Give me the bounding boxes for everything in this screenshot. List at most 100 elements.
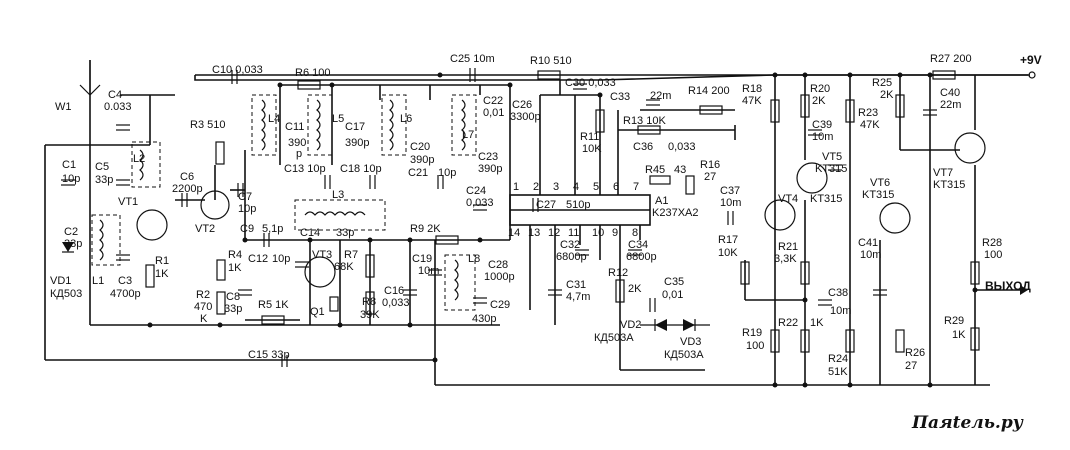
label-R28-value: 100 xyxy=(984,249,1002,261)
label-C23-value: 390p xyxy=(478,163,502,175)
label-R3: R3 510 xyxy=(190,119,225,131)
resistor-R11 xyxy=(595,109,605,133)
label-VT3: VT3 xyxy=(312,249,332,261)
label-C23: C23 xyxy=(478,151,498,163)
label-W1: W1 xyxy=(55,101,72,113)
label-VT7: VT7 xyxy=(933,167,953,179)
diode-VD1 xyxy=(62,242,74,252)
label-C35-value: 0,01 xyxy=(662,289,683,301)
pin-14: 14 xyxy=(508,227,520,239)
label-output: ВЫХОД xyxy=(985,279,1031,293)
pin-5: 5 xyxy=(593,181,599,193)
resistor-R25 xyxy=(895,94,905,118)
pin-10: 10 xyxy=(592,227,604,239)
label-R22: R22 xyxy=(778,317,798,329)
label-R20-value: 2K xyxy=(812,95,826,107)
label-C36-value: 0,033 xyxy=(668,141,696,153)
label-R45-value: 43 xyxy=(674,164,686,176)
label-C4-value: 0.033 xyxy=(104,101,132,113)
label-R21-value: 3,3K xyxy=(774,253,797,265)
crystal-Q1 xyxy=(329,296,339,312)
components xyxy=(61,60,1036,388)
label-C12: C12 xyxy=(248,253,268,265)
label-R25-value: 2K xyxy=(880,89,894,101)
label-VT5: VT5 xyxy=(822,151,842,163)
inductor-L3 xyxy=(304,211,366,216)
label-C21-value: 10p xyxy=(438,167,456,179)
label-C11: C11 xyxy=(285,121,304,133)
label-VT2: VT2 xyxy=(195,223,215,235)
resistor-R9 xyxy=(435,235,459,245)
label-C21: C21 xyxy=(408,167,428,179)
label-C35: C35 xyxy=(664,276,684,288)
pin-2: 2 xyxy=(533,181,539,193)
transistor-VT2 xyxy=(200,190,230,220)
label-C24: C24 xyxy=(466,185,486,197)
label-C11-unit: p xyxy=(296,148,302,160)
inductor-L1 xyxy=(99,219,104,261)
label-C6: C6 xyxy=(180,171,194,183)
resistor-R8 xyxy=(365,291,375,315)
resistor-R2 xyxy=(216,291,226,315)
label-R7: R7 xyxy=(344,249,358,261)
label-L3: L3 xyxy=(332,189,344,201)
label-C19-value: 10m xyxy=(418,265,439,277)
label-C4: C4 xyxy=(108,89,122,101)
label-C32: C32 xyxy=(560,239,580,251)
label-C16: C16 xyxy=(384,285,404,297)
label-C40: C40 xyxy=(940,87,960,99)
label-C2: C2 xyxy=(64,226,78,238)
label-C20-value: 390p xyxy=(410,154,434,166)
label-R45: R45 xyxy=(645,164,665,176)
resistor-R21 xyxy=(800,261,810,285)
label-supply: +9V xyxy=(1020,53,1042,67)
label-R29-value: 1K xyxy=(952,329,966,341)
label-R8-value: 39K xyxy=(360,309,380,321)
label-C38: C38 xyxy=(828,287,848,299)
label-R24-value: 51K xyxy=(828,366,848,378)
supply-terminal xyxy=(1028,71,1036,79)
label-C28: C28 xyxy=(488,259,508,271)
label-R22-value: 1K xyxy=(810,317,824,329)
label-C27-value: 510p xyxy=(566,199,590,211)
pin-3: 3 xyxy=(553,181,559,193)
label-C8: C8 xyxy=(226,291,240,303)
label-C14: C14 xyxy=(300,227,320,239)
label-VD2-type: КД503A xyxy=(594,332,634,344)
label-C22: C22 xyxy=(483,95,503,107)
resistor-R18 xyxy=(770,99,780,123)
label-C40-value: 22m xyxy=(940,99,961,111)
resistor-R13 xyxy=(637,125,661,135)
transistor-VT6 xyxy=(879,202,911,234)
label-R23: R23 xyxy=(858,107,878,119)
wiring xyxy=(44,60,1030,386)
label-R23-value: 47K xyxy=(860,119,880,131)
label-R1-value: 1K xyxy=(155,268,169,280)
label-R2: R2 xyxy=(196,289,210,301)
label-C22-value: 0,01 xyxy=(483,107,504,119)
label-R8: R8 xyxy=(362,296,376,308)
inductor-L7 xyxy=(461,99,466,151)
pin-7: 7 xyxy=(633,181,639,193)
label-R16: R16 xyxy=(700,159,720,171)
label-C26: C26 xyxy=(512,99,532,111)
label-VT7-type: KT315 xyxy=(933,179,965,191)
label-A1-type: K237XA2 xyxy=(652,207,698,219)
label-C19: C19 xyxy=(412,253,432,265)
label-C41-value: 10m xyxy=(860,249,881,261)
label-C3: C3 xyxy=(118,275,132,287)
label-C37: C37 xyxy=(720,185,740,197)
label-L1: L1 xyxy=(92,275,104,287)
label-C33-value: 22m xyxy=(650,90,671,102)
resistor-R29 xyxy=(970,327,980,351)
label-C31: C31 xyxy=(566,279,586,291)
label-VT1: VT1 xyxy=(118,196,138,208)
label-C15: C15 33p xyxy=(248,349,290,361)
label-C7-value: 10p xyxy=(238,203,256,215)
pin-9: 9 xyxy=(612,227,618,239)
label-C28-value: 1000p xyxy=(484,271,515,283)
label-C34: C34 xyxy=(628,239,648,251)
label-C32-value: 6800p xyxy=(556,251,587,263)
label-C33: C33 xyxy=(610,91,630,103)
inductor-L6 xyxy=(389,99,394,151)
